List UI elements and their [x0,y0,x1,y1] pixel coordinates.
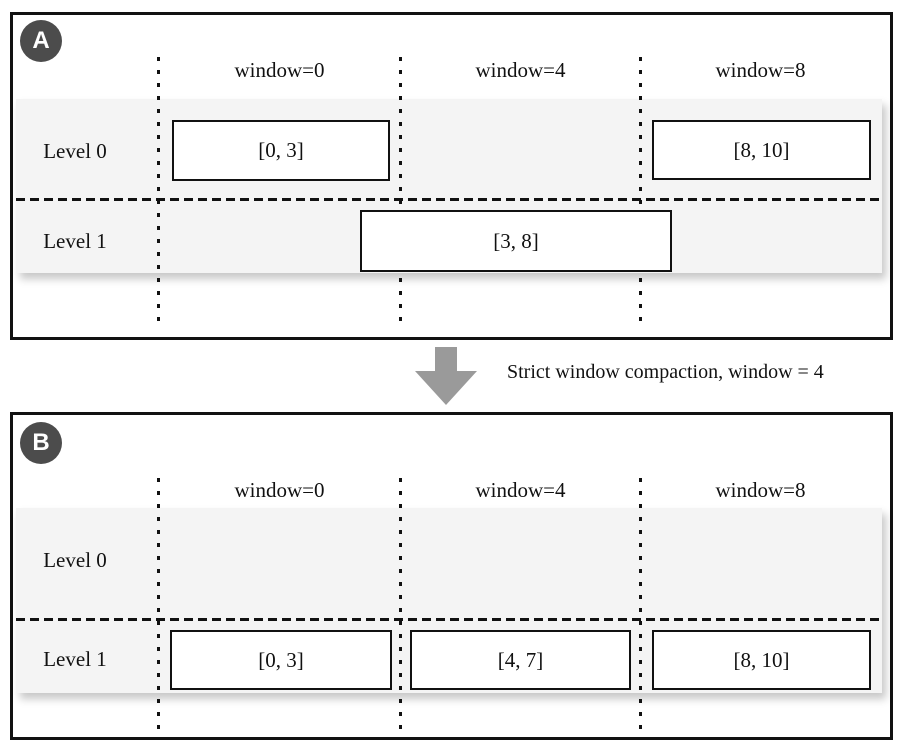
panel-a-row-label-level-1: Level 1 [43,229,107,253]
sstable-box-level1-8-10: [8, 10] [652,630,871,690]
transition-row: Strict window compaction, window = 4 [0,340,906,412]
panel-b-row-label-level-1: Level 1 [43,647,107,671]
panel-b-level-divider-line [16,618,882,621]
panel-b-column-label-window-0: window=0 [234,478,325,502]
panel-a-window-boundary-line-4 [399,57,402,322]
panel-a-column-label-window-4: window=4 [475,58,566,82]
panel-b-window-boundary-line-8 [639,478,642,738]
panel-a-column-label-window-8: window=8 [715,58,806,82]
panel-b-column-label-window-4: window=4 [475,478,566,502]
panel-a-window-boundary-line-8 [639,57,642,322]
panel-a-before-compaction: A window=0 window=4 window=8 Level 0 Lev… [10,12,893,340]
panel-b-window-boundary-line-0 [157,478,160,738]
panel-b-column-label-window-8: window=8 [715,478,806,502]
sstable-box-level1-0-3: [0, 3] [170,630,392,690]
sstable-box-level0-8-10: [8, 10] [652,120,871,180]
panel-a-badge: A [20,20,62,62]
panel-a-window-boundary-line-0 [157,57,160,322]
panel-b-badge: B [20,422,62,464]
sstable-box-level1-3-8: [3, 8] [360,210,672,272]
panel-b-row-label-level-0: Level 0 [43,548,107,572]
panel-a-row-label-level-0: Level 0 [43,139,107,163]
panel-b-after-compaction: B window=0 window=4 window=8 Level 0 Lev… [10,412,893,740]
sstable-box-level1-4-7: [4, 7] [410,630,631,690]
panel-b-window-boundary-line-4 [399,478,402,738]
sstable-box-level0-0-3: [0, 3] [172,120,390,181]
panel-a-column-label-window-0: window=0 [234,58,325,82]
transition-caption: Strict window compaction, window = 4 [507,361,824,383]
panel-a-level-divider-line [16,198,882,201]
arrow-down-icon [415,347,477,405]
